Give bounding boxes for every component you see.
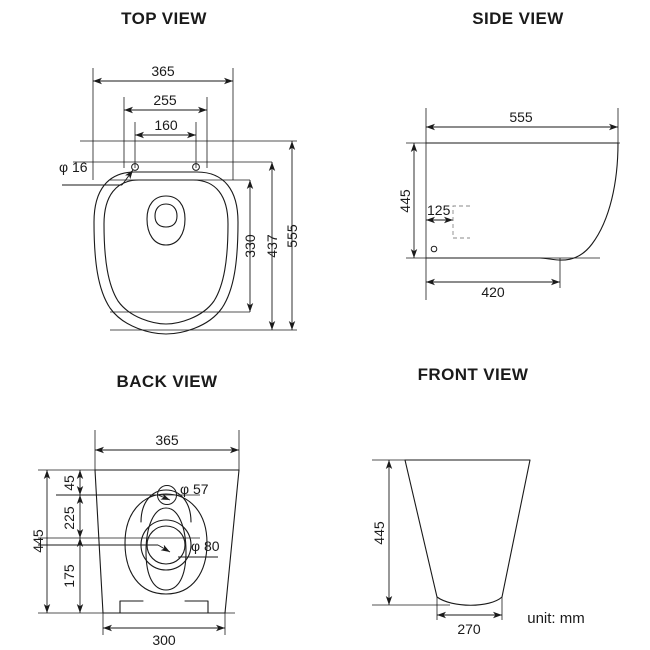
- side-view-hidden-bracket: [452, 205, 470, 239]
- dim-back-top-offset: 45: [61, 475, 77, 491]
- back-view-title: BACK VIEW: [117, 372, 218, 391]
- dim-back-base-width: 300: [152, 632, 176, 648]
- dim-back-small-hole: φ 57: [180, 481, 209, 497]
- top-view-fixing-holes: [131, 163, 200, 171]
- fixing-hole-left-icon: [131, 163, 139, 171]
- top-view-outline: [93, 171, 239, 335]
- dim-back-mid-offset: 225: [61, 506, 77, 530]
- dim-top-hole-diameter: φ 16: [59, 159, 88, 175]
- back-view-outline: [94, 469, 240, 614]
- back-view-bowl: [124, 489, 208, 595]
- back-view-small-hole-callout: φ 57: [56, 481, 209, 505]
- top-view-vertical-dims: 330 437 555: [242, 141, 300, 330]
- dim-top-width-inner: 160: [154, 117, 178, 133]
- dim-top-width-mid: 255: [153, 92, 177, 108]
- back-view-extension-lines: [38, 430, 240, 635]
- dim-top-depth-overall: 555: [284, 224, 300, 248]
- top-view-title: TOP VIEW: [121, 9, 207, 28]
- dim-front-height: 445: [371, 521, 387, 545]
- dim-top-depth-mid: 437: [264, 234, 280, 258]
- dim-back-bottom-offset: 175: [61, 564, 77, 588]
- back-view-dims: 365 445 45 225 175 300: [30, 432, 239, 648]
- view-side: SIDE VIEW 555 445 420 125: [397, 9, 620, 300]
- dim-back-height: 445: [30, 529, 46, 553]
- unit-note: unit: mm: [527, 610, 585, 627]
- front-view-outline: [404, 459, 531, 606]
- view-top: TOP VIEW 365 255 160: [59, 9, 300, 335]
- fixing-hole-right-icon: [192, 163, 200, 171]
- side-view-outlet-hole-icon: [430, 245, 438, 253]
- side-view-title: SIDE VIEW: [472, 9, 564, 28]
- side-view-dims: 555 445 420 125: [397, 109, 618, 300]
- back-view-large-hole-callout: φ 80: [38, 538, 220, 558]
- dim-back-large-hole: φ 80: [191, 538, 220, 554]
- top-view-horizontal-dims: 365 255 160: [93, 63, 233, 139]
- side-view-outline: [425, 142, 619, 261]
- dim-back-width: 365: [155, 432, 179, 448]
- dim-side-projection: 420: [481, 284, 505, 300]
- front-view-dims: 445 270: [371, 460, 502, 637]
- dim-top-depth-inner: 330: [242, 234, 258, 258]
- front-view-extension-lines: [372, 459, 530, 620]
- dim-front-base-width: 270: [457, 621, 481, 637]
- dim-side-length: 555: [509, 109, 533, 125]
- view-front: FRONT VIEW 445 270: [371, 365, 531, 637]
- top-view-extension-lines: [73, 68, 297, 331]
- dim-side-height: 445: [397, 189, 413, 213]
- top-view-hole-callout: φ 16: [59, 159, 134, 186]
- dim-top-width-overall: 365: [151, 63, 175, 79]
- front-view-title: FRONT VIEW: [418, 365, 529, 384]
- view-back: BACK VIEW 365 445 45 225 175 300: [30, 372, 240, 648]
- dim-side-inset: 125: [427, 202, 451, 218]
